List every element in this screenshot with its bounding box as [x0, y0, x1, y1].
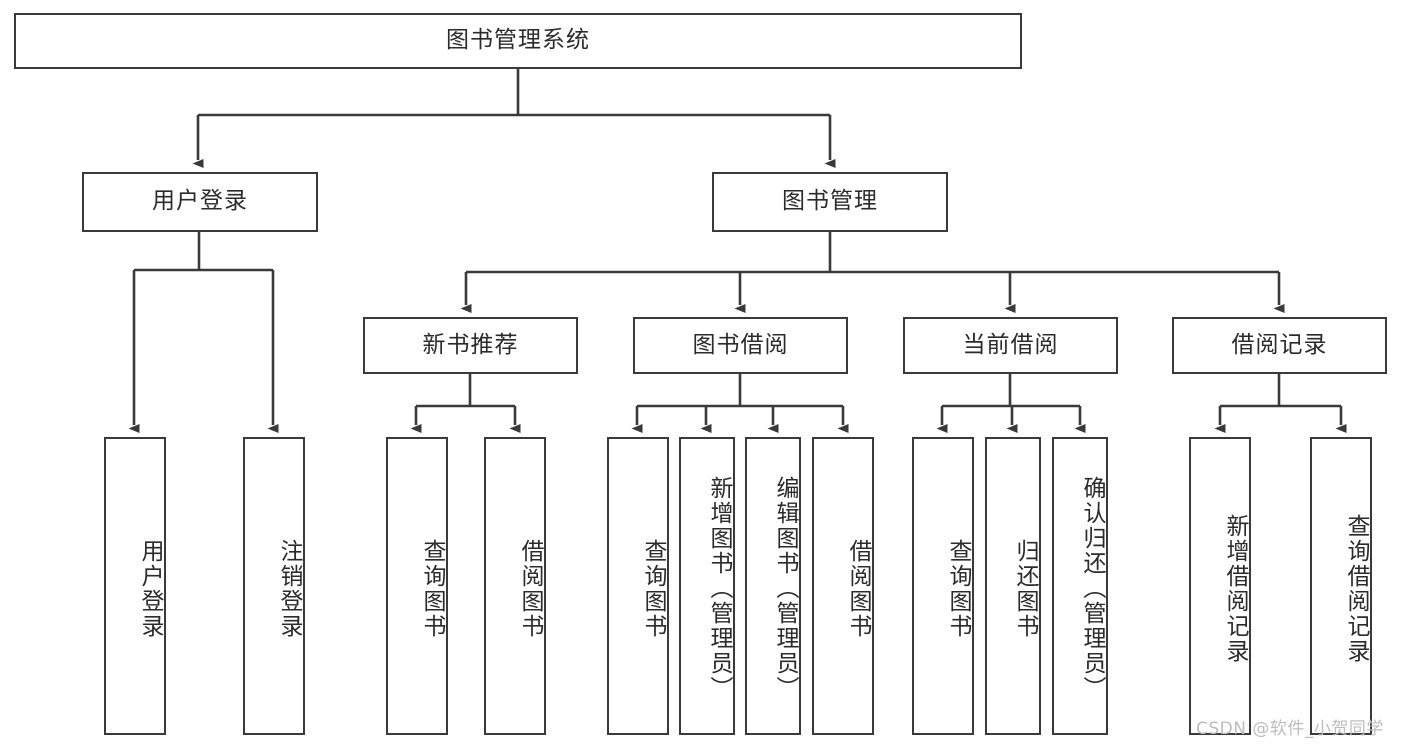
node-level3-3[interactable]: 借阅记录	[1172, 317, 1387, 374]
node-leaf-11[interactable]: 新增借阅记录	[1189, 437, 1251, 735]
node-level3-1[interactable]: 图书借阅	[633, 317, 848, 374]
node-leaf-7[interactable]: 借阅图书	[812, 437, 874, 735]
node-root[interactable]: 图书管理系统	[14, 13, 1022, 69]
node-leaf-0[interactable]: 用户登录	[104, 437, 166, 735]
node-level2-0[interactable]: 用户登录	[82, 172, 318, 232]
node-leaf-9[interactable]: 归还图书	[985, 437, 1041, 735]
node-leaf-1[interactable]: 注销登录	[243, 437, 305, 735]
node-level2-1[interactable]: 图书管理	[712, 172, 948, 232]
node-leaf-5[interactable]: 新增图书（管理员）	[679, 437, 735, 735]
node-leaf-6[interactable]: 编辑图书（管理员）	[745, 437, 801, 735]
node-level3-2[interactable]: 当前借阅	[903, 317, 1118, 374]
csdn-watermark: CSDN @软件_小贺同学	[1196, 719, 1384, 739]
node-leaf-2[interactable]: 查询图书	[386, 437, 448, 735]
node-leaf-8[interactable]: 查询图书	[912, 437, 974, 735]
node-leaf-4[interactable]: 查询图书	[607, 437, 669, 735]
node-leaf-10[interactable]: 确认归还（管理员）	[1052, 437, 1108, 735]
node-leaf-3[interactable]: 借阅图书	[484, 437, 546, 735]
node-level3-0[interactable]: 新书推荐	[363, 317, 578, 374]
node-leaf-12[interactable]: 查询借阅记录	[1310, 437, 1372, 735]
